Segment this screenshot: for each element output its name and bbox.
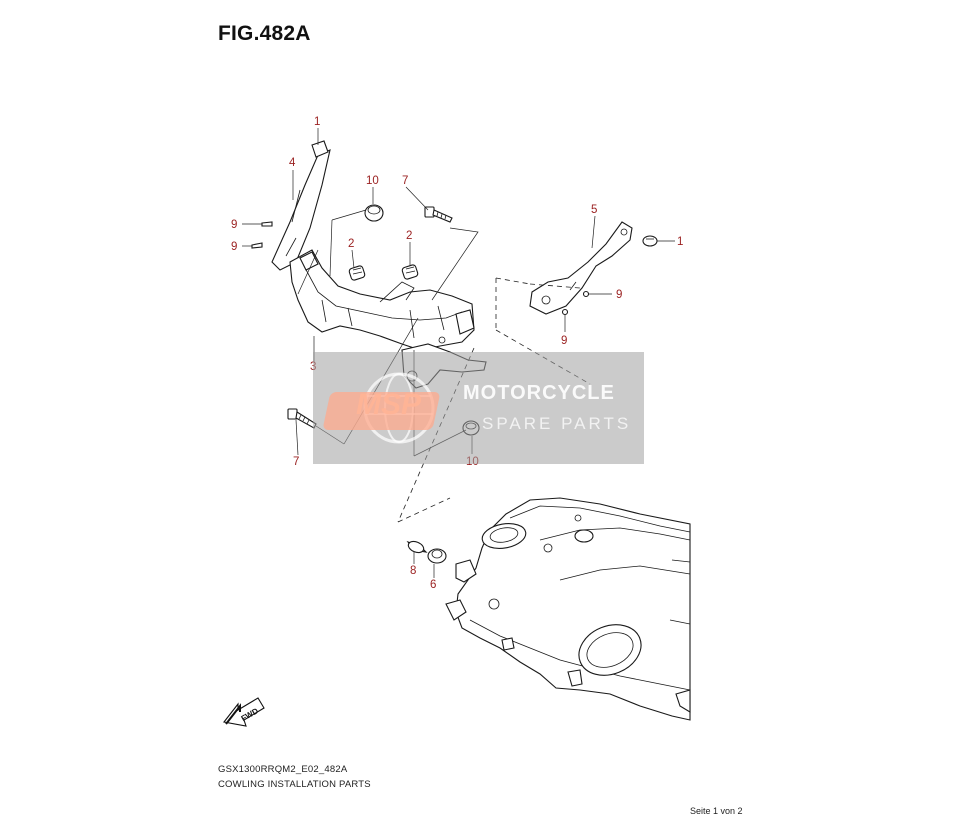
callout-8: 8 [410,565,416,577]
part-grommet-right[interactable] [401,264,419,280]
figure-title: FIG.482A [218,22,311,45]
callout-1: 1 [677,236,683,248]
watermark-logo: MSP [356,388,422,421]
callout-7: 7 [402,175,408,187]
callout-1: 1 [314,116,320,128]
callout-7: 7 [293,456,299,468]
callout-9: 9 [561,335,567,347]
callout-6: 6 [430,579,436,591]
page-indicator: Seite 1 von 2 [690,806,743,816]
part-grommet-left[interactable] [348,265,366,281]
part-rivet-9c[interactable] [582,290,613,298]
callout-9: 9 [231,219,237,231]
forward-direction-arrow: FWD [223,697,265,727]
callout-5: 5 [591,204,597,216]
watermark-line2: SPARE PARTS [482,414,632,433]
callout-10: 10 [366,175,379,187]
watermark-banner [313,352,644,464]
callout-2: 2 [406,230,412,242]
part-cushion-6[interactable] [427,548,447,564]
section-name: COWLING INSTALLATION PARTS [218,779,371,790]
part-rivet-9d[interactable] [561,308,569,333]
watermark-line1: MOTORCYCLE [463,382,615,404]
callout-9: 9 [616,289,622,301]
part-clip-right[interactable] [642,235,675,247]
globe-icon [323,372,440,444]
callout-2: 2 [348,238,354,250]
model-code: GSX1300RRQM2_E02_482A [218,764,348,775]
part-screw-9b[interactable] [242,242,263,249]
part-bolt-lower[interactable] [287,408,317,429]
callout-9: 9 [231,241,237,253]
part-collar-8[interactable] [406,539,428,554]
part-bolt-upper[interactable] [424,206,453,223]
callout-leaders [292,128,596,578]
part-clip-top[interactable] [311,140,329,158]
part-screw-9a[interactable] [242,221,273,227]
callout-4: 4 [289,157,296,169]
part-strip-bracket[interactable] [271,149,331,271]
part-side-bracket[interactable] [529,221,633,315]
part-main-frame [445,497,691,721]
part-cushion-upper[interactable] [364,204,384,222]
